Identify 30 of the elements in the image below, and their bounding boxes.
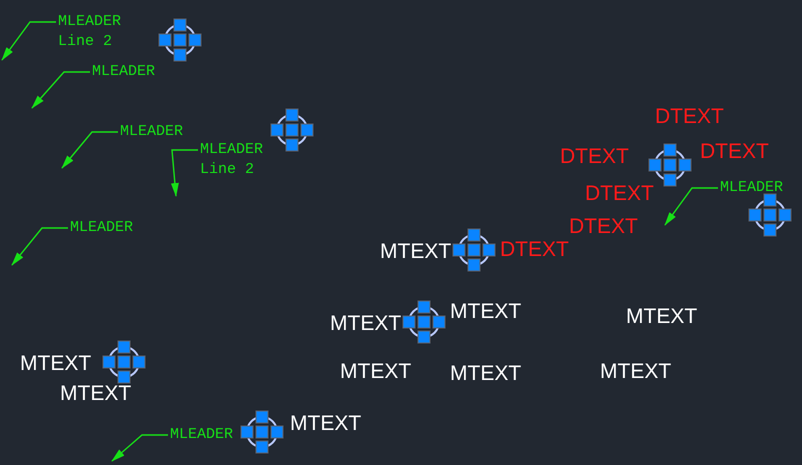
leader-line <box>61 131 118 169</box>
leader-text: MLEADER <box>70 218 140 238</box>
text-label: DTEXT <box>500 238 569 262</box>
text-label: MTEXT <box>450 362 522 386</box>
leader-line <box>1 21 56 61</box>
leader-text: MLEADER <box>170 425 240 445</box>
text-label: MTEXT <box>626 305 698 329</box>
text-label: MTEXT <box>290 412 362 436</box>
text-label: MTEXT <box>20 352 92 376</box>
text-label: MTEXT <box>450 300 522 324</box>
text-label: DTEXT <box>700 140 769 164</box>
leader-text: MLEADER <box>92 62 162 82</box>
text-label: DTEXT <box>569 215 638 239</box>
text-label: DTEXT <box>655 105 724 129</box>
leader-line <box>111 434 168 462</box>
text-label: MTEXT <box>60 382 132 406</box>
leader-line <box>31 71 90 109</box>
text-label: DTEXT <box>560 145 629 169</box>
text-label: MTEXT <box>380 240 452 264</box>
leader-line <box>664 187 718 226</box>
text-label: DTEXT <box>585 182 654 206</box>
text-label: MTEXT <box>600 360 672 384</box>
leader-text: MLEADER <box>720 178 790 198</box>
text-label: MTEXT <box>340 360 412 384</box>
leader-text: MLEADER <box>120 122 190 142</box>
leader-text: MLEADER Line 2 <box>200 140 270 180</box>
leader-line <box>170 149 198 197</box>
leader-line <box>11 227 68 266</box>
leader-text: MLEADER Line 2 <box>58 12 128 52</box>
text-label: MTEXT <box>330 312 402 336</box>
